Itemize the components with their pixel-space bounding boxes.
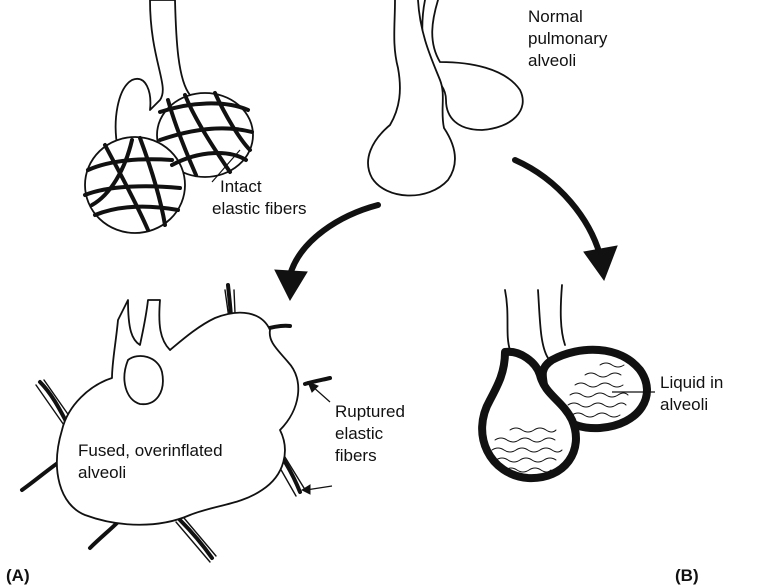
label-normal: Normal pulmonary alveoli bbox=[528, 7, 612, 70]
label-ruptured: Ruptured elastic fibers bbox=[335, 402, 410, 465]
label-intact: Intact elastic fibers bbox=[212, 177, 306, 218]
label-liquid: Liquid in alveoli bbox=[660, 373, 728, 414]
liquid-alveoli bbox=[482, 285, 655, 478]
ruptured-fiber bbox=[22, 460, 62, 490]
ruptured-fiber bbox=[40, 382, 68, 425]
liquid-duct bbox=[505, 285, 565, 358]
fused-alveoli bbox=[22, 285, 332, 562]
fused-alveoli-outline bbox=[57, 300, 298, 525]
arrow-to-b bbox=[515, 160, 617, 280]
ruptured-fiber bbox=[180, 520, 212, 558]
ruptured-fiber bbox=[90, 522, 118, 548]
panel-label-a: (A) bbox=[6, 566, 30, 585]
normal-alveoli bbox=[368, 0, 523, 196]
arrow-to-a bbox=[275, 205, 378, 300]
panel-label-b: (B) bbox=[675, 566, 699, 585]
normal-alveolus-left bbox=[368, 0, 455, 196]
fused-inner-lobe bbox=[124, 356, 162, 404]
